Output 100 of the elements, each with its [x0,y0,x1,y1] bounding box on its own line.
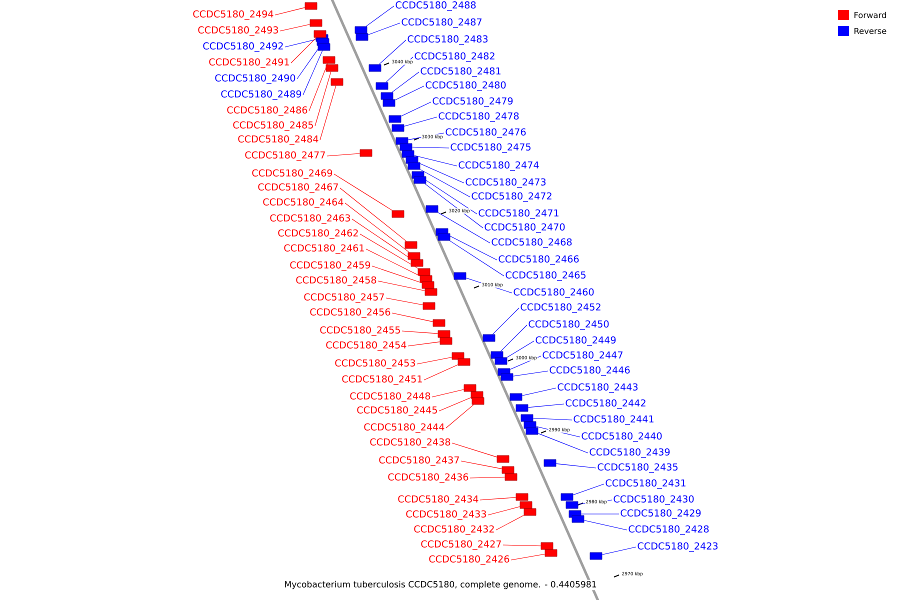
gene-label: CCDC5180_2490 [215,74,296,84]
gene-label: CCDC5180_2431 [606,479,686,489]
gene-block [382,99,396,107]
gene-label: CCDC5180_2465 [506,271,586,281]
gene-label: CCDC5180_2482 [414,52,494,62]
gene-block [544,549,558,557]
leader-line [438,397,472,412]
leader-line [326,153,360,156]
gene-label: CCDC5180_2433 [406,510,486,520]
gene-block [408,162,420,170]
gene-block [388,115,402,123]
gene-label: CCDC5180_2468 [492,238,572,248]
leader-line [340,188,407,242]
leader-line [280,24,310,32]
gene-block [510,393,522,401]
gene-block [310,19,322,27]
gene-block [560,493,574,501]
gene-label: CCDC5180_2423 [638,542,718,552]
gene-label: CCDC5180_2449 [536,336,616,346]
gene-label: CCDC5180_2459 [290,261,370,271]
leader-line [510,554,546,560]
leader-line [400,102,432,116]
leader-line [532,418,572,420]
leader-line [438,212,490,244]
leader-line [290,37,317,64]
gene-label: CCDC5180_2487 [402,18,482,28]
gene-label: CCDC5180_2488 [396,1,476,11]
leader-line [334,174,392,211]
leader-line [424,364,458,380]
leader-line [480,497,516,500]
gene-label: CCDC5180_2470 [484,223,565,233]
gene-label: CCDC5180_2455 [320,326,400,336]
gene-label: CCDC5180_2489 [221,90,302,100]
gene-block [572,515,584,523]
leader-line [368,22,400,35]
gene-block [464,384,476,392]
gene-block [494,357,508,365]
leader-line [366,6,394,27]
leader-line [602,546,636,555]
leader-line [512,370,548,376]
gene-block [392,210,404,218]
gene-label: CCDC5180_2478 [438,112,519,122]
leader-line [448,234,498,260]
gene-label: CCDC5180_2486 [227,106,308,116]
gene-label: CCDC5180_2491 [209,58,289,68]
gene-label: CCDC5180_2427 [421,540,501,550]
leader-line [308,63,328,112]
gene-label: CCDC5180_2464 [263,198,344,208]
gene-block [422,281,434,289]
leader-line [392,72,420,93]
gene-label: CCDC5180_2460 [514,288,594,298]
leader-line [320,85,336,140]
gene-block [438,330,450,338]
gene-label: CCDC5180_2461 [284,244,364,254]
gene-label: CCDC5180_2440 [582,432,662,442]
gene-label: CCDC5180_2447 [542,351,623,361]
gene-block [318,43,330,51]
gene-label: CCDC5180_2475 [450,143,530,153]
leader-line [284,39,316,48]
gene-label: CCDC5180_2462 [278,229,358,239]
gene-block [330,78,344,86]
gene-label: CCDC5180_2441 [574,415,654,425]
legend-label: Reverse [854,28,886,34]
leader-line [404,116,438,127]
gene-block [356,33,368,41]
gene-label: CCDC5180_2446 [550,366,630,376]
gene-label: CCDC5180_2463 [270,214,350,224]
gene-block [490,351,504,359]
gene-block [380,92,394,100]
gene-block [472,397,484,405]
leader-line [414,155,458,166]
gene-label: CCDC5180_2426 [429,555,510,565]
gene-label: CCDC5180_2469 [252,169,332,179]
leader-line [314,71,332,126]
gene-block [516,493,528,501]
gene-label: CCDC5180_2442 [566,399,646,409]
gene-block [376,82,388,90]
gene-label: CCDC5180_2472 [472,192,552,202]
leader-line [420,169,470,198]
gene-label: CCDC5180_2456 [310,308,390,318]
gene-block [520,414,534,422]
gene-label: CCDC5180_2438 [370,438,450,448]
gene-block [454,272,466,280]
gene-label: CCDC5180_2467 [258,183,338,193]
gene-block [500,373,514,381]
gene-block [496,455,510,463]
leader-line [432,389,464,398]
leader-line [424,183,484,228]
gene-block [438,233,450,241]
leader-line [522,388,556,396]
gene-block [424,288,438,296]
leader-line [584,520,628,530]
leader-line [394,86,424,100]
leader-line [500,324,528,352]
gene-label: CCDC5180_2439 [590,448,670,458]
gene-block [540,542,554,550]
gene-block [304,2,318,10]
gene-label: CCDC5180_2458 [296,276,376,286]
gene-block [326,64,338,72]
gene-label: CCDC5180_2428 [628,525,709,535]
